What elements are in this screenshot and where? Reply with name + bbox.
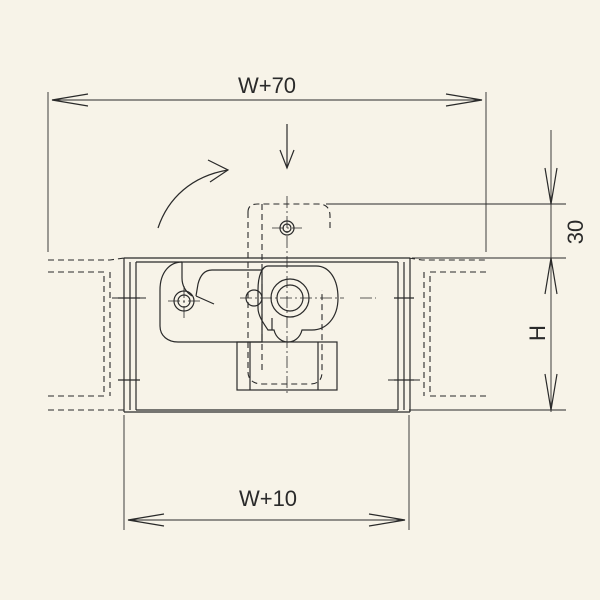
- dimension-right-offset: 30 H: [326, 130, 588, 412]
- dimension-label-offset: 30: [563, 220, 588, 244]
- rotation-arrow-icon: [157, 159, 230, 229]
- down-arrow-icon: [279, 124, 295, 170]
- housing-frame: [48, 257, 486, 413]
- dimension-label-top-width: W+70: [238, 73, 296, 98]
- dimension-label-height: H: [525, 325, 550, 341]
- latch-body: [236, 196, 376, 396]
- dimension-bottom-width: W+10: [123, 415, 410, 530]
- swing-lever: [159, 261, 263, 343]
- dimension-label-bottom-width: W+10: [239, 486, 297, 511]
- dimension-top-width: W+70: [47, 73, 487, 252]
